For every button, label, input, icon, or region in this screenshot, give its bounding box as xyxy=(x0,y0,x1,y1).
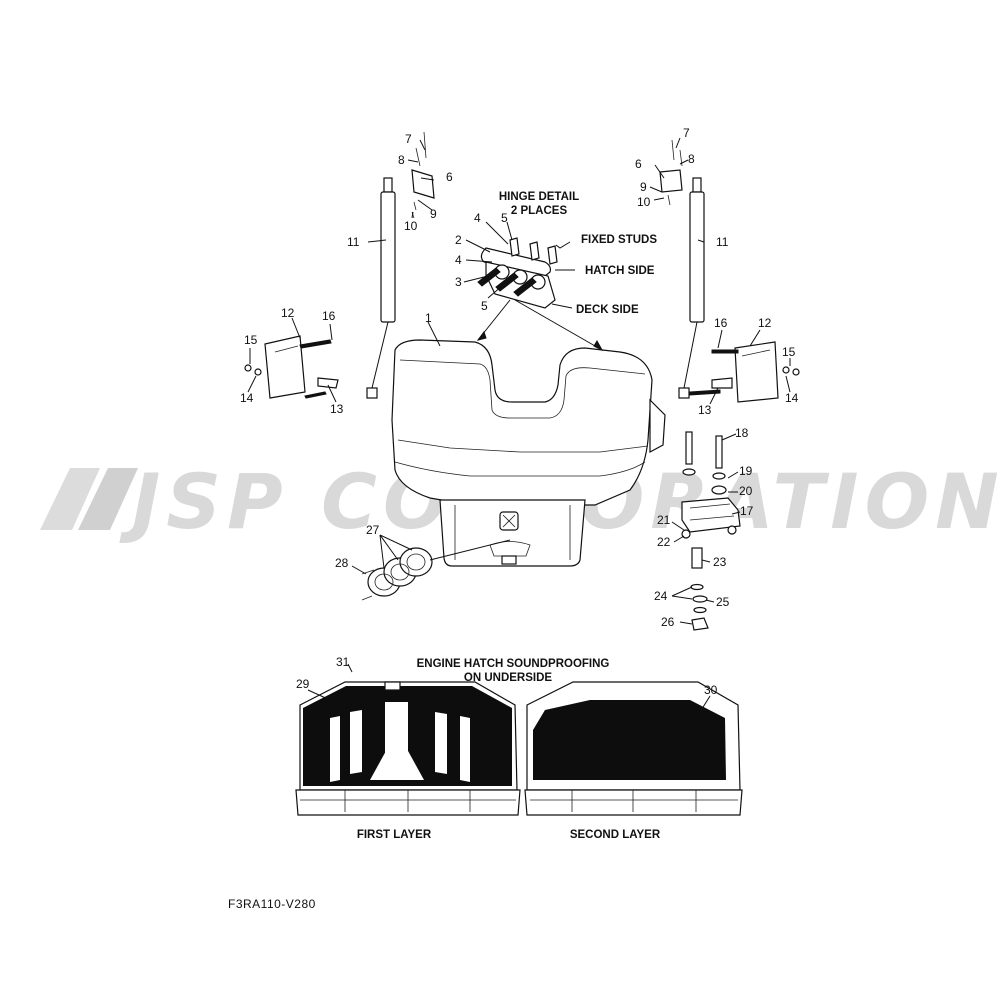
callout-28: 28 xyxy=(335,556,349,570)
callout-5-upper: 5 xyxy=(501,211,508,225)
right-bracket xyxy=(689,341,800,403)
callout-24: 24 xyxy=(654,589,668,603)
callout-17: 17 xyxy=(740,504,754,518)
callout-9-right: 9 xyxy=(640,180,647,194)
drain-flanges xyxy=(361,539,511,601)
engine-hatch xyxy=(391,339,666,567)
leader-lines xyxy=(247,137,791,713)
callout-9-left: 9 xyxy=(430,207,437,221)
watermark-logo-icon xyxy=(40,468,138,530)
left-gas-strut xyxy=(366,131,435,399)
callout-23: 23 xyxy=(713,555,727,569)
callout-12-right: 12 xyxy=(758,316,772,330)
hinge-detail-caption-line2: 2 PLACES xyxy=(511,205,568,217)
second-layer-caption: SECOND LAYER xyxy=(570,829,661,841)
callout-30: 30 xyxy=(704,683,718,697)
callout-numbers: 1 2 3 4 4 5 5 6 6 7 7 8 8 9 9 10 10 11 1… xyxy=(240,126,799,697)
deck-side-caption: DECK SIDE xyxy=(576,304,639,316)
callout-6-right: 6 xyxy=(635,157,642,171)
callout-14-right: 14 xyxy=(785,391,799,405)
hatch-side-caption: HATCH SIDE xyxy=(585,265,655,277)
callout-11-left: 11 xyxy=(347,235,360,249)
callout-21: 21 xyxy=(657,513,671,527)
soundproofing-caption-line2: ON UNDERSIDE xyxy=(464,672,553,684)
callout-12-left: 12 xyxy=(281,306,295,320)
callout-8-right: 8 xyxy=(688,152,695,166)
callout-20: 20 xyxy=(739,484,753,498)
callout-4-lower: 4 xyxy=(455,253,462,267)
callout-22: 22 xyxy=(657,535,671,549)
callout-6-left: 6 xyxy=(446,170,453,184)
mount-assembly xyxy=(681,431,741,631)
callout-7-right: 7 xyxy=(683,126,690,140)
callout-11-right: 11 xyxy=(716,235,729,249)
callout-1: 1 xyxy=(425,311,432,325)
callout-19: 19 xyxy=(739,464,753,478)
callout-27: 27 xyxy=(366,523,380,537)
hinge-detail-caption-line1: HINGE DETAIL xyxy=(499,191,579,203)
callout-2: 2 xyxy=(455,233,462,247)
callout-10-left: 10 xyxy=(404,219,418,233)
callout-10-right: 10 xyxy=(637,195,651,209)
right-gas-strut xyxy=(659,139,705,399)
callout-16-left: 16 xyxy=(322,309,336,323)
fixed-studs-caption: FIXED STUDS xyxy=(581,234,657,246)
first-layer-caption: FIRST LAYER xyxy=(357,829,432,841)
callout-16-right: 16 xyxy=(714,316,728,330)
soundproofing-caption-line1: ENGINE HATCH SOUNDPROOFING xyxy=(417,658,610,670)
left-bracket xyxy=(244,335,339,399)
diagram-code: F3RA110-V280 xyxy=(228,897,316,911)
callout-3: 3 xyxy=(455,275,462,289)
callout-14-left: 14 xyxy=(240,391,254,405)
callout-7-left: 7 xyxy=(405,132,412,146)
hinge-detail: HINGE DETAIL 2 PLACES FIXED STUDS HATCH … xyxy=(476,191,657,352)
callout-15-left: 15 xyxy=(244,333,258,347)
callout-31: 31 xyxy=(336,655,350,669)
callout-25: 25 xyxy=(716,595,730,609)
callout-29: 29 xyxy=(296,677,310,691)
callout-8-left: 8 xyxy=(398,153,405,167)
callout-4-upper: 4 xyxy=(474,211,481,225)
soundproofing-second-layer xyxy=(524,681,743,816)
callout-5-lower: 5 xyxy=(481,299,488,313)
callout-15-right: 15 xyxy=(782,345,796,359)
callout-26: 26 xyxy=(661,615,675,629)
callout-13-right: 13 xyxy=(698,403,712,417)
callout-18: 18 xyxy=(735,426,749,440)
soundproofing-first-layer xyxy=(295,681,521,816)
callout-13-left: 13 xyxy=(330,402,344,416)
